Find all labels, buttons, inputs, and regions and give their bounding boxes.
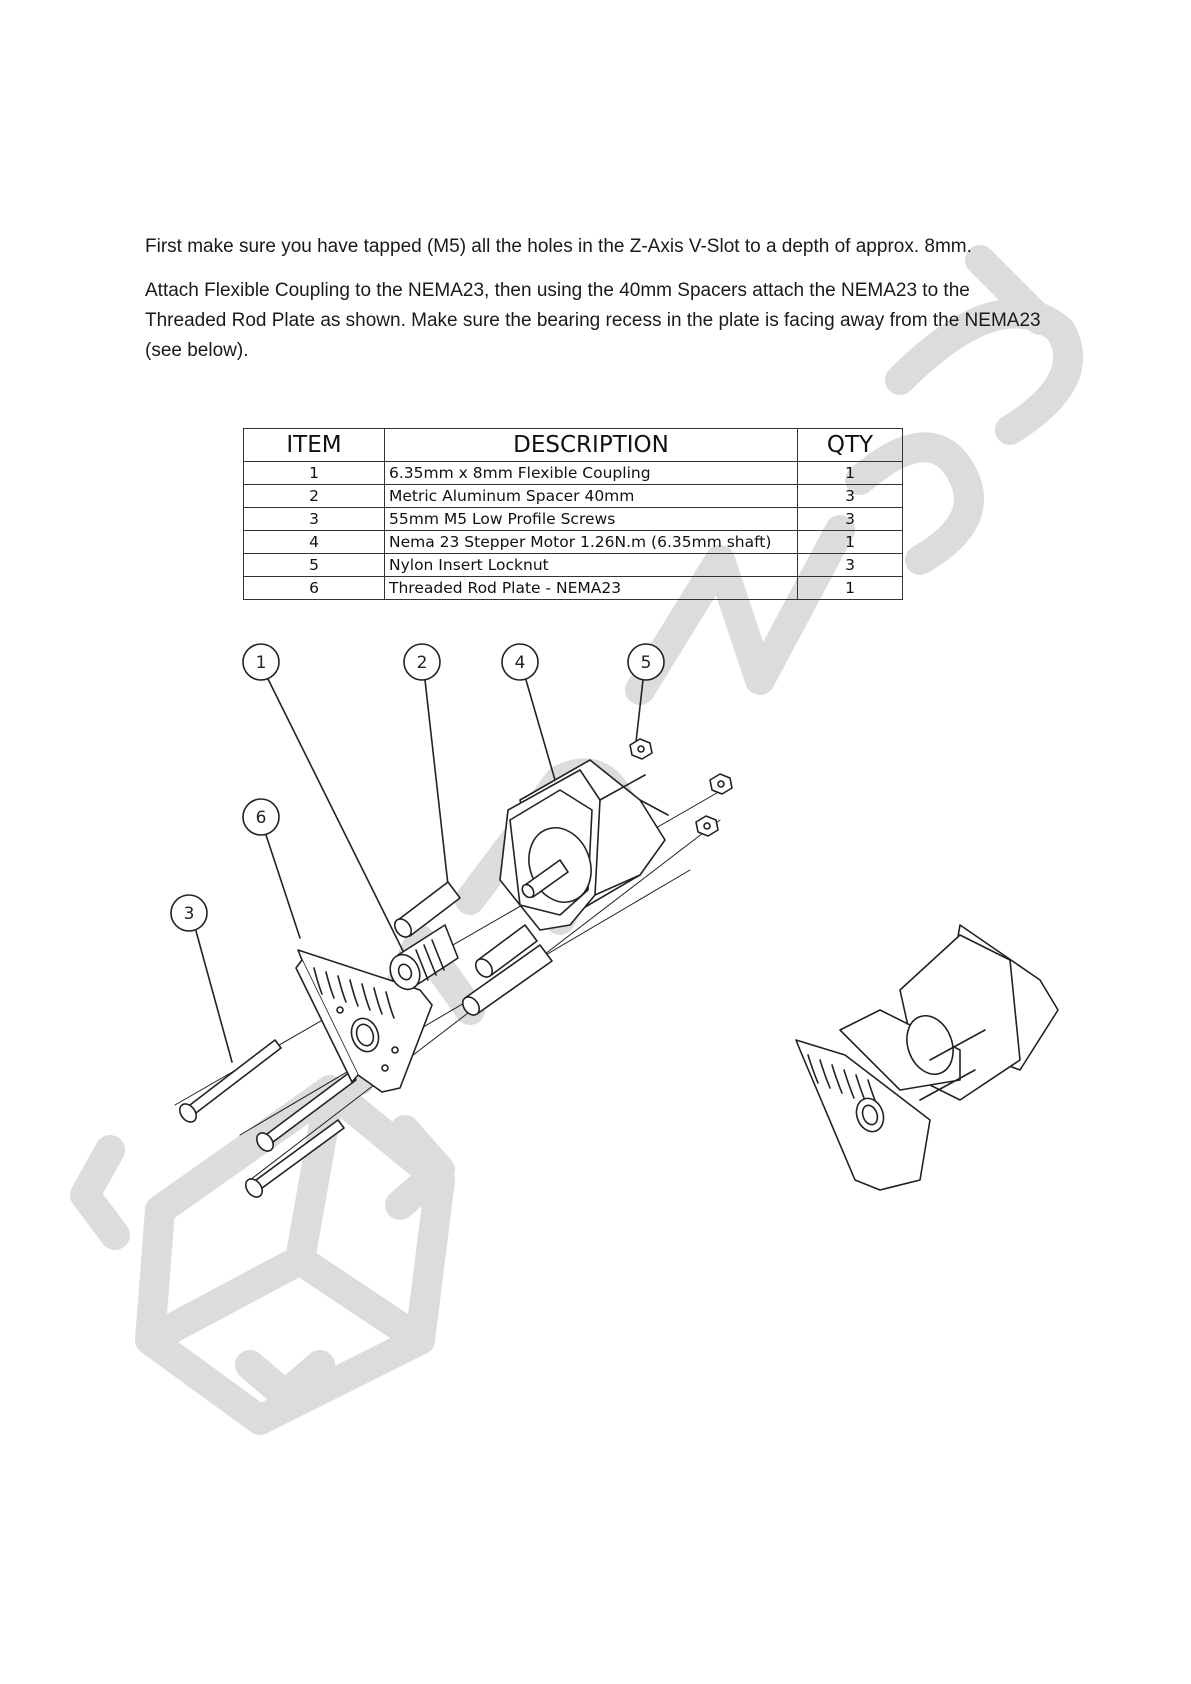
balloon-1-label: 1	[256, 653, 267, 673]
bom-item-description: Nema 23 Stepper Motor 1.26N.m (6.35mm sh…	[384, 530, 798, 554]
bom-item-number: 1	[243, 461, 385, 485]
instruction-paragraph-1: First make sure you have tapped (M5) all…	[145, 236, 972, 257]
locknut-1	[629, 738, 653, 760]
balloon-2-label: 2	[417, 653, 428, 673]
screw-1	[178, 1039, 282, 1123]
bom-item-description: Metric Aluminum Spacer 40mm	[384, 484, 798, 508]
table-row: 6 Threaded Rod Plate - NEMA23 1	[243, 576, 903, 600]
screw-2	[255, 1071, 357, 1152]
instruction-text: First make sure you have tapped (M5) all…	[145, 232, 1045, 380]
balloon-1: 1	[242, 643, 406, 956]
flexible-coupling	[389, 924, 459, 991]
table-row: 2 Metric Aluminum Spacer 40mm 3	[243, 484, 903, 508]
bom-item-number: 6	[243, 576, 385, 600]
spacer-2	[474, 924, 538, 978]
balloon-5-label: 5	[641, 653, 652, 673]
bom-item-description: 6.35mm x 8mm Flexible Coupling	[384, 461, 798, 485]
screw-3	[244, 1119, 345, 1198]
balloon-4: 4	[501, 643, 556, 781]
table-row: 5 Nylon Insert Locknut 3	[243, 553, 903, 577]
balloon-3-label: 3	[184, 904, 195, 924]
bill-of-materials-table: ITEM DESCRIPTION QTY 1 6.35mm x 8mm Flex…	[243, 428, 903, 600]
assembled-view	[795, 924, 1059, 1191]
bom-item-description: Nylon Insert Locknut	[384, 553, 798, 577]
locknut-3	[695, 815, 719, 837]
balloon-5: 5	[627, 643, 665, 743]
bom-header-description: DESCRIPTION	[384, 428, 798, 462]
balloon-6: 6	[242, 798, 301, 939]
bom-item-qty: 3	[797, 484, 903, 508]
bom-item-description: Threaded Rod Plate - NEMA23	[384, 576, 798, 600]
bom-header-qty: QTY	[797, 428, 903, 462]
spacer-3	[461, 944, 553, 1016]
bom-header-row: ITEM DESCRIPTION QTY	[243, 428, 903, 462]
bom-item-number: 2	[243, 484, 385, 508]
bom-item-qty: 1	[797, 576, 903, 600]
balloon-3: 3	[170, 894, 233, 1063]
locknut-2	[709, 773, 733, 795]
instruction-paragraph-2: Attach Flexible Coupling to the NEMA23, …	[145, 280, 1041, 361]
balloon-2: 2	[403, 643, 449, 886]
balloon-6-label: 6	[256, 808, 267, 828]
balloon-4-label: 4	[515, 653, 526, 673]
table-row: 1 6.35mm x 8mm Flexible Coupling 1	[243, 461, 903, 485]
nema23-stepper-motor	[499, 759, 669, 931]
spacer-1	[393, 881, 461, 938]
bom-header-item: ITEM	[243, 428, 385, 462]
